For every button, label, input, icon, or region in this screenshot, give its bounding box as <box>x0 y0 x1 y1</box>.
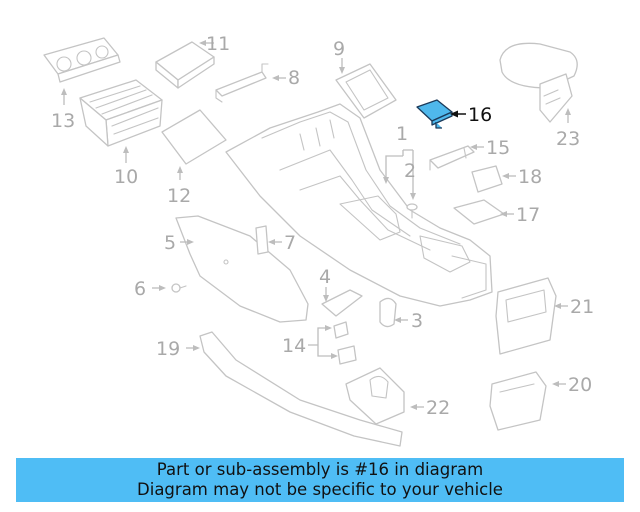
callout-22: 22 <box>426 397 450 419</box>
part-11-tray <box>155 41 215 89</box>
callout-7: 7 <box>284 232 296 254</box>
part-22-shifter-trim <box>345 367 405 425</box>
banner-line-2: Diagram may not be specific to your vehi… <box>137 480 503 499</box>
part-1-console <box>225 103 493 307</box>
callout-4: 4 <box>319 266 331 288</box>
part-23-armrest <box>499 42 578 123</box>
part-13-switch-panel <box>43 37 121 83</box>
part-18-clip <box>471 165 503 193</box>
callout-18: 18 <box>518 166 542 188</box>
part-5-side-panel <box>175 215 309 323</box>
part-14-clips <box>333 321 357 365</box>
part-2-screw <box>406 203 418 219</box>
banner-line-1: Part or sub-assembly is #16 in diagram <box>156 460 484 479</box>
part-9-bezel <box>335 63 397 119</box>
info-banner: Part or sub-assembly is #16 in diagram D… <box>16 458 624 502</box>
part-7-clip <box>255 225 269 255</box>
callout-2: 2 <box>404 160 416 182</box>
leader-16 <box>450 110 466 118</box>
callout-3: 3 <box>411 310 423 332</box>
part-8-bracket <box>215 63 269 103</box>
callout-19: 19 <box>156 338 180 360</box>
callout-13: 13 <box>51 110 75 132</box>
callout-5: 5 <box>164 232 176 254</box>
part-6-screw <box>171 283 187 293</box>
callout-10: 10 <box>114 166 138 188</box>
part-21-vent <box>495 277 557 355</box>
part-20-pocket <box>489 371 547 431</box>
callout-8: 8 <box>288 67 300 89</box>
callout-23: 23 <box>556 128 580 150</box>
callout-11: 11 <box>206 33 230 55</box>
leader-lines <box>61 40 571 410</box>
part-12-pad <box>161 109 227 165</box>
part-16-highlighted <box>416 99 453 129</box>
callout-1: 1 <box>396 123 408 145</box>
callout-numbers: 11 8 9 13 10 12 23 1 2 15 18 17 5 7 6 4 … <box>51 33 594 419</box>
part-10-grille <box>79 79 163 147</box>
callout-21: 21 <box>570 296 594 318</box>
part-17-pad <box>453 199 505 225</box>
callout-17: 17 <box>516 204 540 226</box>
callout-14: 14 <box>282 335 306 357</box>
callout-9: 9 <box>333 38 345 60</box>
callout-12: 12 <box>167 185 191 207</box>
callout-20: 20 <box>568 374 592 396</box>
part-19-rail <box>199 331 403 447</box>
part-4-bracket <box>321 289 363 317</box>
callout-16: 16 <box>468 104 492 126</box>
part-15-bracket <box>429 145 475 171</box>
part-3-plug <box>379 297 397 328</box>
callout-15: 15 <box>486 137 510 159</box>
callout-6: 6 <box>134 278 146 300</box>
